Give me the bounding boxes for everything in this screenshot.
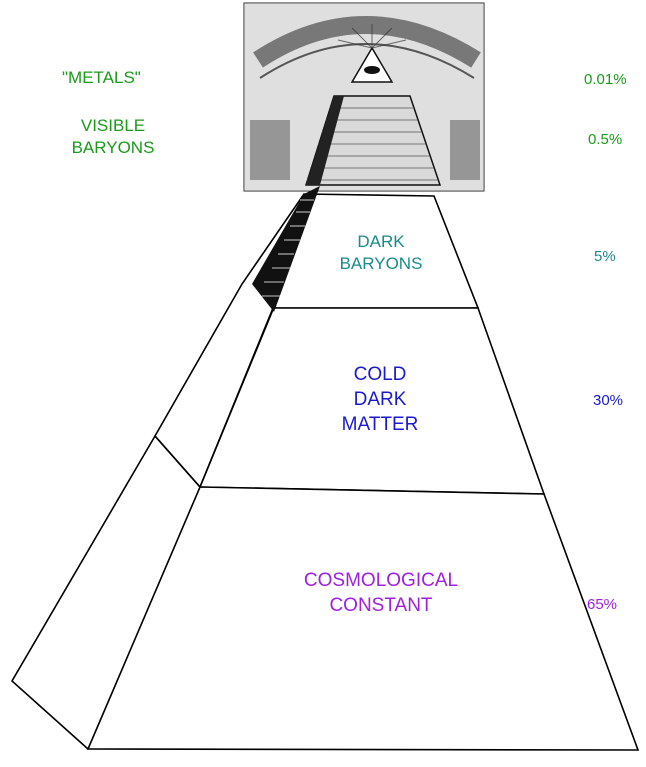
eye-of-providence-capstone	[244, 3, 484, 191]
dark-baryons-label: DARK BARYONS	[318, 231, 444, 275]
metals-label: "METALS"	[62, 67, 141, 89]
cdm-line-1: COLD	[320, 362, 440, 387]
cosmological-constant-percentage: 65%	[587, 596, 617, 614]
metals-label-text: "METALS"	[62, 68, 141, 87]
visible-baryons-percentage: 0.5%	[588, 131, 622, 149]
dark-baryons-line-2: BARYONS	[318, 253, 444, 275]
cosmological-constant-label: COSMOLOGICAL CONSTANT	[266, 568, 496, 618]
dark-baryons-percentage: 5%	[594, 248, 616, 266]
pyramid-outline	[12, 194, 638, 750]
metals-percentage: 0.01%	[584, 71, 627, 89]
cdm-line-2: DARK	[320, 387, 440, 412]
cold-dark-matter-label: COLD DARK MATTER	[320, 362, 440, 437]
cdm-line-3: MATTER	[320, 412, 440, 437]
visible-baryons-line-1: VISIBLE	[58, 115, 168, 137]
visible-baryons-label: VISIBLE BARYONS	[58, 115, 168, 159]
dark-baryons-line-1: DARK	[318, 231, 444, 253]
cc-line-2: CONSTANT	[266, 593, 496, 618]
visible-baryons-line-2: BARYONS	[58, 137, 168, 159]
cold-dark-matter-percentage: 30%	[593, 392, 623, 410]
cc-line-1: COSMOLOGICAL	[266, 568, 496, 593]
